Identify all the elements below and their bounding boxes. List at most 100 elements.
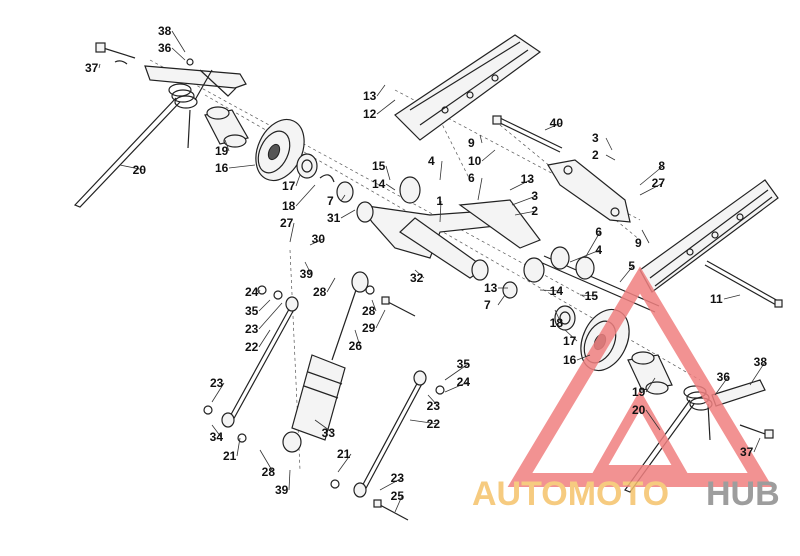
part-callout-label: 25 <box>391 489 405 503</box>
link-bolt-29 <box>365 285 416 317</box>
leader-line <box>340 194 346 202</box>
part-callout-label: 39 <box>275 483 289 497</box>
rear-arm-shaft <box>502 246 660 313</box>
leader-line <box>236 437 241 457</box>
long-axle-11 <box>704 260 783 308</box>
left-upper-bracket <box>95 42 247 97</box>
leader-line <box>645 377 656 393</box>
leader-line <box>98 63 101 69</box>
part-callout-label: 22 <box>245 340 259 354</box>
part-callout-label: 32 <box>410 271 424 285</box>
leader-line <box>714 376 729 396</box>
leader-line <box>749 361 766 386</box>
leader-line <box>753 437 761 453</box>
part-callout-label: 4 <box>595 243 602 257</box>
right-pivot-bracket <box>547 159 631 223</box>
part-callout-label: 35 <box>245 304 259 318</box>
part-callout-label: 15 <box>372 159 386 173</box>
part-callout-label: 10 <box>468 154 482 168</box>
part-callout-label: 34 <box>210 430 224 444</box>
part-callout-label: 14 <box>550 284 564 298</box>
part-callout-label: 12 <box>363 107 377 121</box>
leader-line <box>119 164 145 171</box>
part-callout-label: 16 <box>215 161 229 175</box>
part-callout-label: 19 <box>215 144 229 158</box>
leader-line <box>481 149 496 162</box>
leader-line <box>295 174 301 187</box>
part-callout-label: 16 <box>563 353 577 367</box>
part-callout-label: 27 <box>652 176 666 190</box>
leader-line <box>376 99 396 115</box>
left-torsion-spring <box>73 69 213 208</box>
left-bearing <box>296 153 335 183</box>
left-link-rod <box>203 285 299 443</box>
part-callout-label: 7 <box>327 194 334 208</box>
part-callout-label: 23 <box>391 471 405 485</box>
leader-line <box>326 277 336 293</box>
leader-line <box>509 178 533 191</box>
part-callout-label: 23 <box>210 376 224 390</box>
leader-line <box>371 299 377 312</box>
part-callout-label: 6 <box>595 225 602 239</box>
upper-bolt-40 <box>492 115 563 153</box>
leader-line <box>477 177 483 201</box>
part-callout-label: 11 <box>710 292 723 306</box>
leader-line <box>304 261 312 275</box>
leader-lines <box>98 30 766 513</box>
leader-line <box>171 47 186 61</box>
leader-line <box>514 210 537 216</box>
part-callout-label: 28 <box>262 465 276 479</box>
leader-line <box>385 165 391 181</box>
leader-line <box>439 160 443 181</box>
part-callout-label: 40 <box>550 116 564 130</box>
leader-line <box>309 238 324 246</box>
part-callout-label: 4 <box>428 154 435 168</box>
part-callout-label: 13 <box>484 281 498 295</box>
leader-line <box>544 122 562 131</box>
leader-line <box>314 419 334 434</box>
part-callout-label: 22 <box>427 417 441 431</box>
part-callout-label: 19 <box>632 385 646 399</box>
leader-line <box>539 289 562 292</box>
part-callout-label: 26 <box>349 339 363 353</box>
part-callout-label: 14 <box>372 177 386 191</box>
leader-line <box>259 449 274 473</box>
leader-line <box>379 477 403 491</box>
part-callout-label: 13 <box>363 89 377 103</box>
part-callout-label: 31 <box>327 211 341 225</box>
leader-line <box>444 381 469 393</box>
part-callout-label: 37 <box>740 445 754 459</box>
part-callout-label: 30 <box>312 232 326 246</box>
right-bearing <box>554 305 576 331</box>
automotohub-watermark: AUTOMOTO HUB <box>472 266 780 513</box>
leader-line <box>337 453 352 473</box>
leader-line <box>258 302 283 330</box>
part-callout-label: 6 <box>468 171 475 185</box>
leader-line <box>554 309 562 324</box>
part-callout-label: 2 <box>592 148 599 162</box>
leader-line <box>258 329 271 348</box>
part-callout-label: 23 <box>245 322 259 336</box>
leader-line <box>645 409 661 431</box>
shock-absorber <box>282 271 369 453</box>
part-callout-label: 7 <box>484 298 491 312</box>
watermark-word-hub: HUB <box>706 475 780 513</box>
part-callout-label: 17 <box>563 334 577 348</box>
leader-line <box>576 354 591 361</box>
part-callout-label: 36 <box>158 41 172 55</box>
part-callout-label: 18 <box>282 199 296 213</box>
leader-line <box>439 200 442 223</box>
leader-line <box>171 30 186 53</box>
leader-line <box>605 137 613 151</box>
part-callout-label: 9 <box>468 136 475 150</box>
leader-line <box>375 309 386 329</box>
leader-line <box>340 209 356 219</box>
leader-line <box>258 299 271 312</box>
leader-line <box>224 139 230 152</box>
part-callout-label: 38 <box>158 24 172 38</box>
rear-arm-assembly <box>336 176 541 281</box>
part-callout-label: 2 <box>531 204 538 218</box>
leader-line <box>295 184 316 207</box>
leader-line <box>619 265 634 283</box>
